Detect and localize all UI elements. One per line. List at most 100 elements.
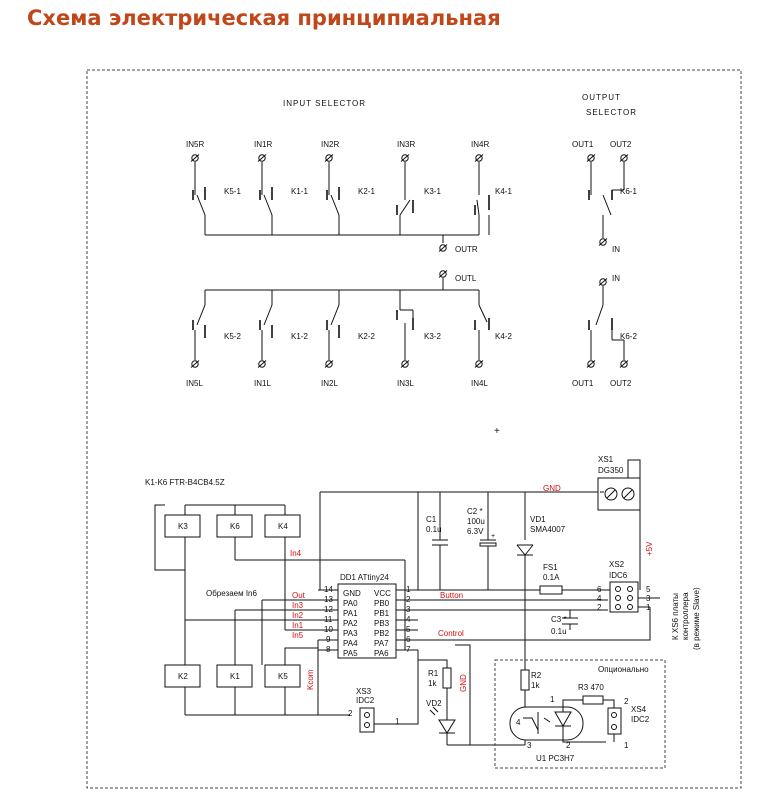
c2-value: 100u bbox=[467, 517, 485, 526]
relay-k2: K2 bbox=[178, 672, 188, 681]
in5l-label: IN5L bbox=[186, 379, 203, 388]
xs1-type: DG350 bbox=[598, 466, 624, 475]
u1-pin-4: 4 bbox=[516, 718, 521, 727]
output-selector-label-2: SELECTOR bbox=[586, 108, 637, 117]
input-switches-top: IN5R IN1R IN2R IN3R IN4R K5-1 K1-1 K2-1 … bbox=[186, 140, 512, 243]
in4l-label: IN4L bbox=[471, 379, 488, 388]
net-5v: +5V bbox=[645, 541, 654, 556]
net-in5: In5 bbox=[292, 631, 304, 640]
r2-label: R2 bbox=[531, 671, 542, 680]
c3-capacitor: C3 * 0.1u bbox=[551, 610, 578, 636]
k3-2-label: K3-2 bbox=[424, 332, 441, 341]
c1-label: C1 bbox=[426, 515, 437, 524]
xs2-pin-4: 4 bbox=[597, 594, 602, 603]
in1r-label: IN1R bbox=[254, 140, 272, 149]
net-in2: In2 bbox=[292, 611, 304, 620]
c2-label: C2 * bbox=[467, 507, 483, 516]
pin-pa5: PA5 bbox=[343, 649, 358, 658]
fs1-label: FS1 bbox=[543, 563, 558, 572]
output-selector-label: OUTPUT bbox=[582, 93, 621, 102]
xs3-label: XS3 bbox=[356, 687, 372, 696]
k4-2-label: K4-2 bbox=[495, 332, 512, 341]
net-kcom: Kcom bbox=[306, 669, 315, 690]
side-note-2: контроллера bbox=[681, 592, 690, 640]
dd1-chip: DD1 ATtiny24 GND PA0 PA1 PA2 PA3 PA4 PA5… bbox=[318, 573, 418, 659]
u1-label: U1 PC3H7 bbox=[536, 754, 575, 763]
pin-pa4: PA4 bbox=[343, 639, 358, 648]
net-in3: In3 bbox=[292, 601, 304, 610]
optional-label: Опционально bbox=[598, 665, 649, 674]
crosshair-mark: + bbox=[494, 426, 500, 437]
page-title: Схема электрическая принципиальная bbox=[27, 6, 501, 30]
pin-pa7: PA7 bbox=[374, 639, 389, 648]
net-in4: In4 bbox=[290, 549, 302, 558]
input-selector-label: INPUT SELECTOR bbox=[283, 99, 366, 108]
vd1-value: SMA4007 bbox=[530, 525, 566, 534]
pin-pb0: PB0 bbox=[374, 599, 390, 608]
in3l-label: IN3L bbox=[397, 379, 414, 388]
k1-1-label: K1-1 bbox=[291, 187, 308, 196]
c2-voltage: 6.3V bbox=[467, 527, 484, 536]
k2-2-label: K2-2 bbox=[358, 332, 375, 341]
relay-type-label: K1-K6 FTR-B4CB4.5Z bbox=[145, 478, 225, 487]
xs2-label: XS2 bbox=[609, 560, 625, 569]
fs1-fuse: FS1 0.1A bbox=[396, 563, 614, 595]
dd1-label: DD1 ATtiny24 bbox=[340, 573, 389, 582]
xs3-pin-2: 2 bbox=[348, 709, 353, 718]
xs1-terminal: XS1 DG350 bbox=[597, 455, 641, 590]
k4-1-label: K4-1 bbox=[495, 187, 512, 196]
r1-value: 1k bbox=[428, 679, 437, 688]
c1-value: 0.1u bbox=[426, 525, 442, 534]
u1-pin-3: 3 bbox=[527, 741, 532, 750]
net-gnd-vertical: GND bbox=[459, 674, 468, 692]
xs4-pin-2: 2 bbox=[624, 697, 629, 706]
relay-k4: K4 bbox=[278, 522, 288, 531]
k5-1-label: K5-1 bbox=[224, 187, 241, 196]
k3-1-label: K3-1 bbox=[424, 187, 441, 196]
xs3-pin-1: 1 bbox=[395, 717, 400, 726]
vd1-label: VD1 bbox=[530, 515, 546, 524]
xs4-pin-1: 1 bbox=[624, 741, 629, 750]
net-button: Button bbox=[440, 591, 463, 600]
out2-top-label: OUT2 bbox=[610, 140, 632, 149]
cut-note: Обрезаем In6 bbox=[206, 589, 257, 598]
r3-label: R3 470 bbox=[578, 683, 604, 692]
pin-pa6: PA6 bbox=[374, 649, 389, 658]
pin-pb2: PB2 bbox=[374, 629, 390, 638]
k6-1-label: K6-1 bbox=[620, 187, 637, 196]
outr-label: OUTR bbox=[455, 245, 478, 254]
xs3-connector: XS3 IDC2 2 1 bbox=[348, 650, 419, 733]
vd2-label: VD2 bbox=[426, 699, 442, 708]
side-note-1: К XS6 платы bbox=[671, 593, 680, 640]
xs2-type: IDC6 bbox=[609, 571, 628, 580]
xs3-type: IDC2 bbox=[356, 696, 375, 705]
out-in-bottom-label: IN bbox=[612, 274, 620, 283]
relay-k1: K1 bbox=[230, 672, 240, 681]
c1-capacitor: C1 0.1u bbox=[426, 492, 448, 590]
xs2-pin-6: 6 bbox=[597, 585, 602, 594]
pin-pb1: PB1 bbox=[374, 609, 390, 618]
pin-pa2: PA2 bbox=[343, 619, 358, 628]
relay-k3: K3 bbox=[178, 522, 188, 531]
in5r-label: IN5R bbox=[186, 140, 204, 149]
vd1-diode: VD1 SMA4007 bbox=[516, 515, 566, 690]
out2-bottom-label: OUT2 bbox=[610, 379, 632, 388]
u1-pin-1: 1 bbox=[550, 695, 555, 704]
input-switches-bottom: IN5L IN1L IN2L IN3L IN4L K5-2 K1-2 K2-2 … bbox=[186, 289, 512, 388]
xs2-connector: XS2 IDC6 6 5 4 3 2 1 bbox=[418, 560, 660, 641]
k2-1-label: K2-1 bbox=[358, 187, 375, 196]
pin-gnd: GND bbox=[343, 589, 361, 598]
in1l-label: IN1L bbox=[254, 379, 271, 388]
xs4-label: XS4 bbox=[631, 705, 647, 714]
u1-optocoupler: 4 1 3 2 U1 PC3H7 bbox=[509, 695, 606, 763]
xs2-pin-2: 2 bbox=[597, 603, 602, 612]
xs1-label: XS1 bbox=[598, 455, 614, 464]
r1-vd2: R1 1k VD2 GND bbox=[418, 644, 525, 746]
xs2-pin-5: 5 bbox=[646, 585, 651, 594]
pin-pa3: PA3 bbox=[343, 629, 358, 638]
k1-2-label: K1-2 bbox=[291, 332, 308, 341]
k5-2-label: K5-2 bbox=[224, 332, 241, 341]
r1-label: R1 bbox=[428, 669, 439, 678]
net-in1: In1 bbox=[292, 621, 304, 630]
out1-bottom-label: OUT1 bbox=[572, 379, 594, 388]
